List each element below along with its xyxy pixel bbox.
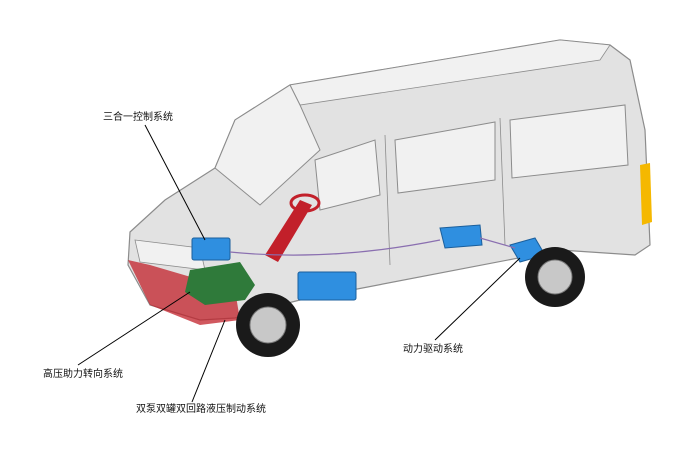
side-window-rear <box>509 104 629 179</box>
brake-assembly <box>185 262 255 305</box>
label-brake-system: 双泵双罐双回路液压制动系统 <box>136 404 266 415</box>
leader-brake-system <box>191 319 226 403</box>
steering-column <box>265 200 312 262</box>
control-unit-block <box>191 237 231 261</box>
label-control-system: 三合一控制系统 <box>103 112 173 123</box>
leader-steering-system <box>77 291 191 366</box>
side-window-middle <box>394 121 496 194</box>
leader-drive-system <box>434 257 521 341</box>
mid-unit <box>439 224 483 249</box>
cable-run <box>229 237 516 256</box>
front-wheel-rim <box>249 306 287 344</box>
leader-control-system <box>144 124 206 241</box>
label-steering-system: 高压助力转向系统 <box>43 369 123 380</box>
label-drive-system: 动力驱动系统 <box>403 344 463 355</box>
side-window-front <box>314 139 381 211</box>
windshield <box>214 84 321 206</box>
rear-accent <box>640 163 652 225</box>
door-line <box>384 117 506 266</box>
rear-wheel-rim <box>537 259 573 295</box>
front-bumper <box>128 260 240 325</box>
battery-box <box>297 271 357 301</box>
steering-wheel <box>289 193 321 213</box>
